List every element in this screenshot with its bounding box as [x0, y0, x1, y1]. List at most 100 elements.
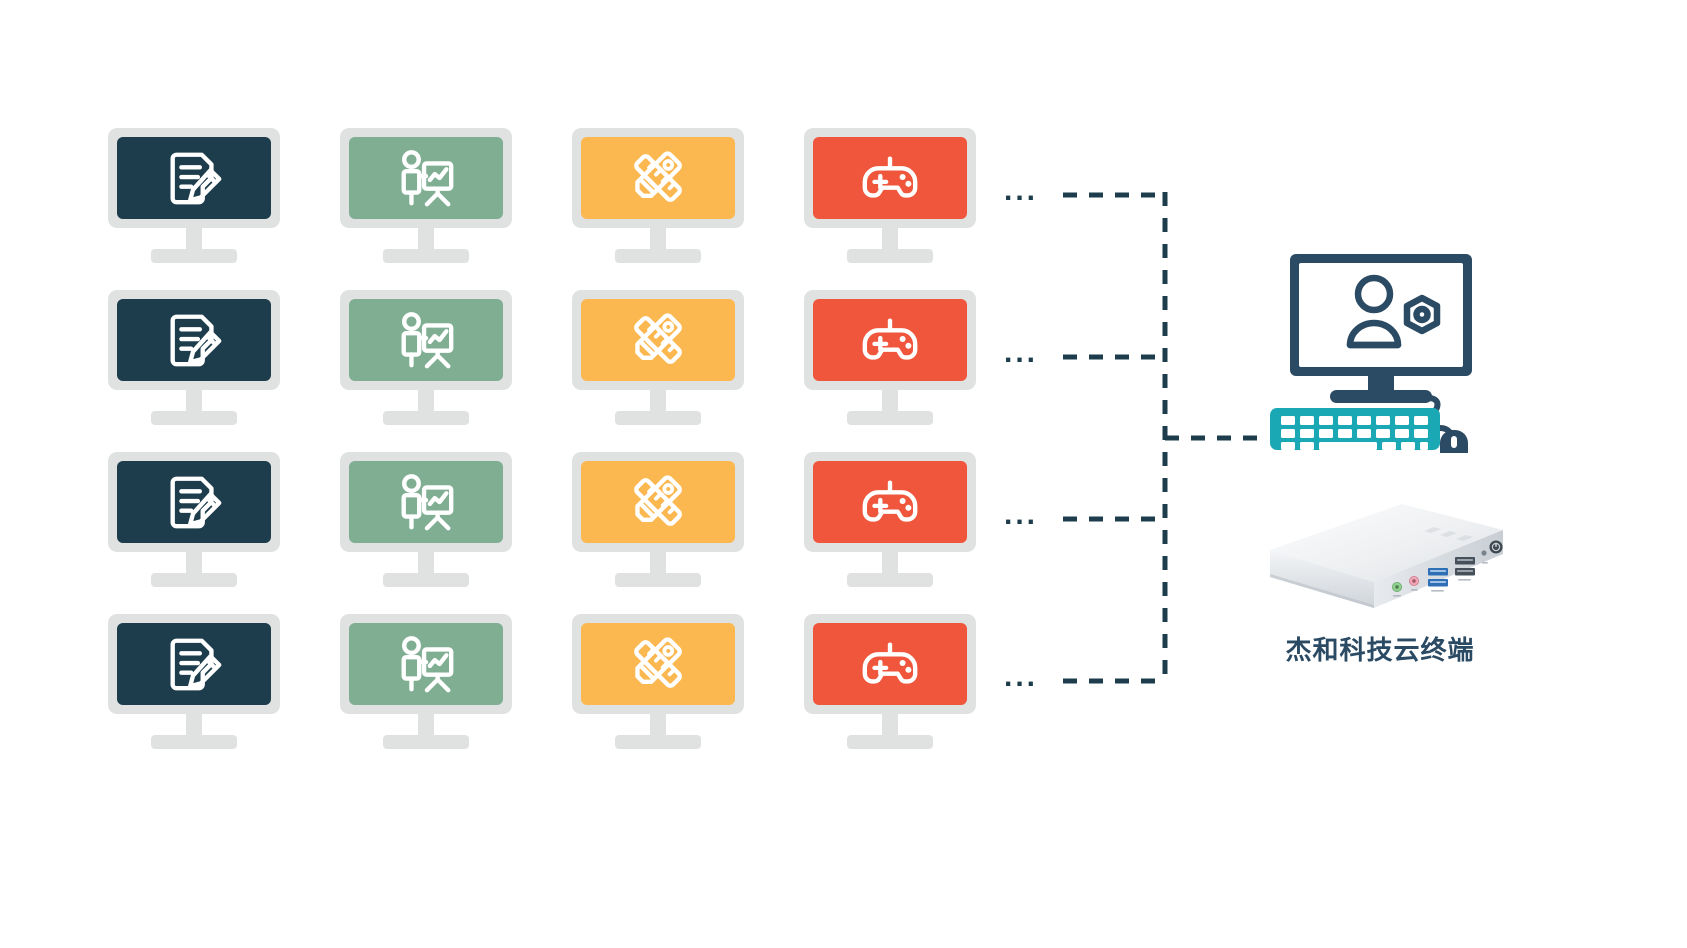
monitor-neck [882, 390, 898, 414]
mini-pc-ports [1391, 540, 1503, 597]
monitor-bezel [572, 290, 744, 390]
row-ellipsis-3: ... [1004, 660, 1039, 693]
presenter-chart-icon [395, 633, 457, 695]
monitor-bezel [572, 452, 744, 552]
client-monitor[interactable] [340, 614, 512, 762]
client-monitor[interactable] [572, 290, 744, 438]
gamepad-icon [859, 633, 921, 695]
client-monitor[interactable] [804, 452, 976, 600]
monitor-neck [186, 714, 202, 738]
monitor-screen [581, 623, 735, 705]
mini-pc-top [1270, 504, 1503, 582]
admin-monitor-icon [1290, 254, 1472, 403]
monitor-bezel [108, 452, 280, 552]
client-monitor[interactable] [572, 614, 744, 762]
monitor-bezel [340, 614, 512, 714]
mouse-icon [1440, 430, 1468, 453]
keyboard-icon [1270, 408, 1440, 450]
monitor-base [151, 411, 237, 425]
monitor-neck [186, 228, 202, 252]
document-edit-icon [163, 147, 225, 209]
client-monitor[interactable] [804, 128, 976, 276]
monitor-bezel [340, 290, 512, 390]
mini-pc-device [1256, 498, 1506, 618]
monitor-bezel [804, 128, 976, 228]
row-ellipsis-2: ... [1004, 498, 1039, 531]
monitor-bezel [108, 128, 280, 228]
row-ellipsis-1: ... [1004, 336, 1039, 369]
monitor-base [383, 573, 469, 587]
monitor-base [151, 735, 237, 749]
monitor-bezel [804, 614, 976, 714]
client-monitor[interactable] [340, 452, 512, 600]
monitor-bezel [340, 452, 512, 552]
monitor-screen [117, 623, 271, 705]
monitor-neck [418, 714, 434, 738]
document-edit-icon [163, 309, 225, 371]
presenter-chart-icon [395, 147, 457, 209]
monitor-neck [418, 228, 434, 252]
document-edit-icon [163, 633, 225, 695]
monitor-screen [349, 461, 503, 543]
monitor-base [615, 735, 701, 749]
ruler-pencil-icon [627, 147, 689, 209]
gamepad-icon [859, 147, 921, 209]
monitor-base [151, 249, 237, 263]
monitor-neck [186, 552, 202, 576]
client-monitor[interactable] [108, 290, 280, 438]
gamepad-icon [859, 309, 921, 371]
dashed-connection-bus [1055, 170, 1285, 700]
presenter-chart-icon [395, 471, 457, 533]
monitor-bezel [572, 614, 744, 714]
monitor-screen [813, 623, 967, 705]
monitor-screen [349, 137, 503, 219]
monitor-base [847, 735, 933, 749]
monitor-neck [650, 390, 666, 414]
monitor-neck [650, 228, 666, 252]
ruler-pencil-icon [627, 471, 689, 533]
user-settings-icon [1346, 274, 1441, 349]
monitor-screen [581, 299, 735, 381]
monitor-screen [813, 299, 967, 381]
admin-workstation-illustration [1268, 248, 1480, 453]
client-monitor-grid [108, 128, 988, 768]
monitor-base [383, 249, 469, 263]
monitor-screen [117, 461, 271, 543]
monitor-base [847, 411, 933, 425]
monitor-base [847, 573, 933, 587]
mini-pc-front [1270, 550, 1374, 608]
monitor-base [383, 411, 469, 425]
client-monitor[interactable] [340, 290, 512, 438]
monitor-neck [882, 552, 898, 576]
monitor-screen [813, 137, 967, 219]
client-monitor[interactable] [804, 290, 976, 438]
monitor-screen [581, 137, 735, 219]
monitor-screen [117, 137, 271, 219]
client-monitor[interactable] [108, 452, 280, 600]
monitor-base [151, 573, 237, 587]
monitor-bezel [108, 614, 280, 714]
cloud-terminal-group: 杰和科技云终端 [1268, 248, 1518, 708]
monitor-base [847, 249, 933, 263]
mini-pc-logo [1424, 527, 1473, 541]
client-monitor[interactable] [572, 452, 744, 600]
monitor-neck [650, 714, 666, 738]
monitor-neck [418, 552, 434, 576]
client-monitor[interactable] [804, 614, 976, 762]
monitor-bezel [340, 128, 512, 228]
client-monitor[interactable] [108, 614, 280, 762]
ruler-pencil-icon [627, 309, 689, 371]
monitor-bezel [572, 128, 744, 228]
client-monitor[interactable] [108, 128, 280, 276]
monitor-screen [117, 299, 271, 381]
ruler-pencil-icon [627, 633, 689, 695]
client-monitor[interactable] [572, 128, 744, 276]
monitor-neck [418, 390, 434, 414]
row-ellipsis-0: ... [1004, 174, 1039, 207]
monitor-bezel [804, 452, 976, 552]
client-monitor[interactable] [340, 128, 512, 276]
monitor-base [615, 249, 701, 263]
monitor-base [383, 735, 469, 749]
monitor-base [615, 411, 701, 425]
